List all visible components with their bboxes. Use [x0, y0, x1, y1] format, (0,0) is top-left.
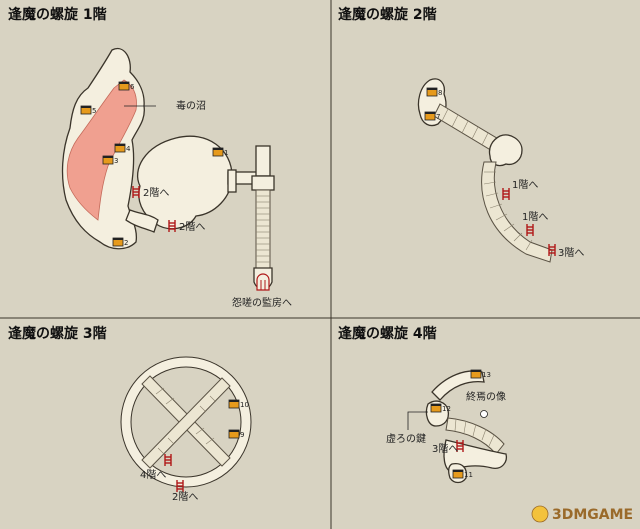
- chest-icon: 6: [118, 81, 135, 91]
- svg-text:11: 11: [464, 471, 473, 479]
- chest-icon: 8: [426, 87, 442, 97]
- diagonal-stairs: [433, 103, 501, 153]
- label-to2: 2階へ: [172, 491, 198, 503]
- panel-floor-2: 逢魔の螺旋 2階 1階へ 1階へ 3階へ 8 7: [338, 6, 584, 263]
- poison-swamp: [66, 79, 137, 221]
- diagonal-stair-steps: [441, 108, 489, 146]
- svg-text:9: 9: [240, 431, 244, 439]
- svg-text:12: 12: [442, 405, 451, 413]
- label-to4: 4階へ: [140, 469, 166, 481]
- svg-text:2: 2: [124, 239, 128, 247]
- curved-stair-steps: [483, 171, 533, 251]
- chest-icon: 4: [114, 143, 131, 153]
- label-to3: 3階へ: [558, 247, 584, 259]
- key-pointer: [407, 411, 428, 430]
- east-stair-steps: [454, 418, 495, 447]
- svg-text:3: 3: [114, 157, 118, 165]
- ring-corridor: [121, 357, 251, 487]
- label-poison: 毒の沼: [176, 99, 206, 112]
- label-to1a: 1階へ: [512, 179, 538, 191]
- chest-icon: 13: [470, 369, 491, 379]
- chest-icon: 2: [112, 237, 128, 247]
- label-statue: 終焉の像: [466, 390, 506, 403]
- watermark: 3DMGAME: [531, 505, 633, 523]
- panel-title: 逢魔の螺旋 1階: [8, 6, 107, 23]
- svg-text:1: 1: [224, 149, 228, 157]
- panel-title: 逢魔の螺旋 3階: [8, 325, 107, 342]
- svg-text:7: 7: [436, 113, 440, 121]
- svg-text:13: 13: [482, 371, 491, 379]
- chest-icon: 7: [424, 111, 440, 121]
- cross-stairs-b: [141, 377, 231, 469]
- connector-west: [125, 209, 159, 233]
- chest-icon: 9: [228, 429, 244, 439]
- svg-text:6: 6: [130, 83, 135, 91]
- chest-icon: 5: [80, 105, 96, 115]
- ring-edge-inner: [130, 366, 242, 478]
- ladder-icon: [526, 223, 534, 237]
- svg-text:10: 10: [240, 401, 249, 409]
- ladder-icon: [502, 187, 510, 201]
- chest-icon: 12: [430, 403, 451, 413]
- chest-icon: 3: [102, 155, 118, 165]
- ring-edge-outer: [120, 356, 252, 488]
- panel-floor-4: 逢魔の螺旋 4階 3階へ 終焉の像 虚ろの鍵 13 12 11: [338, 325, 508, 484]
- tower-top: [255, 145, 271, 177]
- chest-icon: 1: [212, 147, 228, 157]
- east-room: [488, 134, 523, 167]
- panel-title: 逢魔の螺旋 4階: [338, 325, 437, 342]
- ladder-icon: [132, 185, 140, 199]
- chest-icon: 10: [228, 399, 249, 409]
- gate-icon: [256, 273, 270, 291]
- label-to2b: 2階へ: [179, 221, 205, 233]
- ladder-icon: [164, 453, 172, 467]
- svg-text:5: 5: [92, 107, 96, 115]
- label-to2a: 2階へ: [143, 187, 169, 199]
- tower-junction: [251, 175, 275, 191]
- svg-text:8: 8: [438, 89, 442, 97]
- panel-floor-3: 逢魔の螺旋 3階 4階へ 2階へ 10 9: [8, 325, 252, 503]
- watermark-logo-icon: [531, 505, 549, 523]
- svg-text:4: 4: [126, 145, 131, 153]
- cross-stair-steps: [155, 387, 217, 455]
- round-cave: [136, 135, 233, 230]
- corridor-stub: [227, 169, 237, 193]
- tower-stair-steps: [256, 195, 270, 263]
- svg-text:3DMGAME: 3DMGAME: [552, 507, 633, 523]
- label-exit: 怨嗟の監房へ: [232, 296, 292, 309]
- panel-floor-1: 逢魔の螺旋 1階 毒の沼 怨嗟の監: [8, 6, 292, 309]
- key-point-icon: [480, 410, 488, 418]
- label-key: 虚ろの鍵: [386, 432, 426, 445]
- label-to3: 3階へ: [432, 443, 458, 455]
- panel-title: 逢魔の螺旋 2階: [338, 6, 437, 23]
- label-to1b: 1階へ: [522, 211, 548, 223]
- chest-icon: 11: [452, 469, 473, 479]
